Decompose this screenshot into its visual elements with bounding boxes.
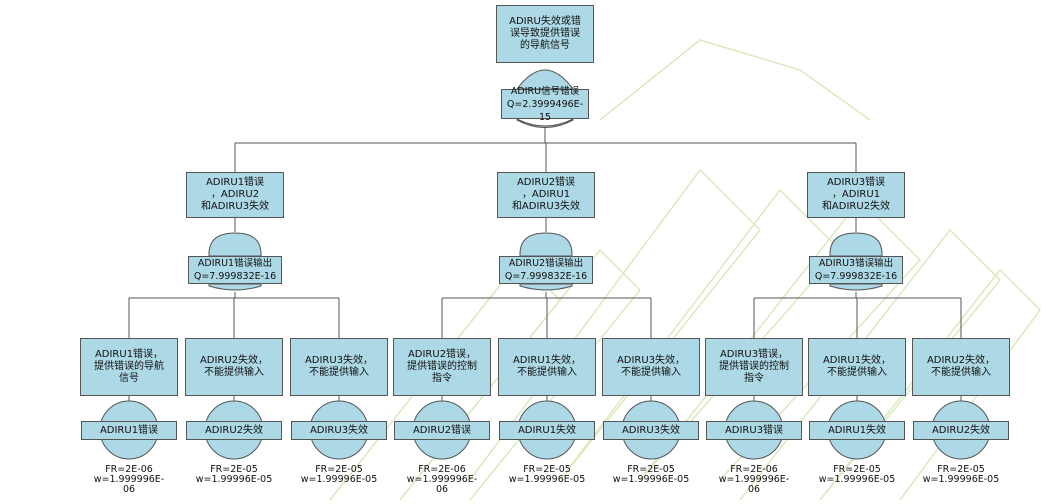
weight-value: w=1.99996E-05 [818,474,896,485]
failure-rate: FR=2E-06 [418,464,466,475]
failure-rate: FR=2E-05 [523,464,571,475]
branch-event-box: ADIRU2错误 ，ADIRU1 和ADIRU3失效 [497,172,595,218]
event-box: ADIRU1失效， 不能提供输入 [808,338,906,396]
and-gate-bottom-icon [519,284,573,291]
event-box: ADIRU3失效， 不能提供输入 [290,338,388,396]
weight-value: w=1.99996E-05 [508,474,586,485]
and-gate-bottom-icon [829,284,883,291]
and-gate-bottom-icon [208,284,262,291]
branch-event-box: ADIRU1错误 ，ADIRU2 和ADIRU3失效 [186,172,284,218]
top-or-gate-bottom-icon [516,119,574,128]
event-box: ADIRU3失效， 不能提供输入 [602,338,700,396]
basic-event-label: ADIRU2错误 [394,421,490,440]
top-or-gate-icon [516,69,574,89]
failure-rate: FR=2E-05 [627,464,675,475]
failure-rate: FR=2E-05 [315,464,363,475]
top-event-box: ADIRU失效或错 误导致提供错误 的导航信号 [496,5,594,63]
basic-event-label: ADIRU3失效 [603,421,699,440]
branch-gate-box: ADIRU1错误输出 Q=7.999832E-16 [188,256,282,284]
basic-event-label: ADIRU1失效 [809,421,905,440]
basic-event-label: ADIRU1错误 [81,421,177,440]
failure-rate: FR=2E-05 [833,464,881,475]
event-box: ADIRU3错误， 提供错误的控制 指令 [705,338,803,396]
basic-event-label: ADIRU2失效 [186,421,282,440]
top-gate-box: ADIRU信号错误 Q=2.3999496E-15 [501,86,589,123]
basic-event-label: ADIRU3错误 [706,421,802,440]
branch-gate-box: ADIRU2错误输出 Q=7.999832E-16 [499,256,593,284]
weight-value: w=1.999996E- 06 [718,474,790,495]
weight-value: w=1.99996E-05 [612,474,690,485]
event-box: ADIRU1错误， 提供错误的导航 信号 [80,338,178,396]
weight-value: w=1.99996E-05 [300,474,378,485]
event-box: ADIRU2失效， 不能提供输入 [912,338,1010,396]
failure-rate: FR=2E-06 [730,464,778,475]
weight-value: w=1.99996E-05 [195,474,273,485]
weight-value: w=1.99996E-05 [922,474,1000,485]
basic-event-label: ADIRU3失效 [291,421,387,440]
event-box: ADIRU1失效， 不能提供输入 [498,338,596,396]
and-gate-icon [519,232,573,256]
and-gate-icon [208,232,262,256]
branch-gate-box: ADIRU3错误输出 Q=7.999832E-16 [809,256,903,284]
basic-event-label: ADIRU2失效 [913,421,1009,440]
failure-rate: FR=2E-05 [210,464,258,475]
event-box: ADIRU2失效， 不能提供输入 [185,338,283,396]
branch-event-box: ADIRU3错误 ，ADIRU1 和ADIRU2失效 [807,172,905,218]
failure-rate: FR=2E-06 [105,464,153,475]
and-gate-icon [829,232,883,256]
weight-value: w=1.999996E- 06 [406,474,478,495]
event-box: ADIRU2错误， 提供错误的控制 指令 [393,338,491,396]
weight-value: w=1.999996E- 06 [93,474,165,495]
basic-event-label: ADIRU1失效 [499,421,595,440]
failure-rate: FR=2E-05 [937,464,985,475]
